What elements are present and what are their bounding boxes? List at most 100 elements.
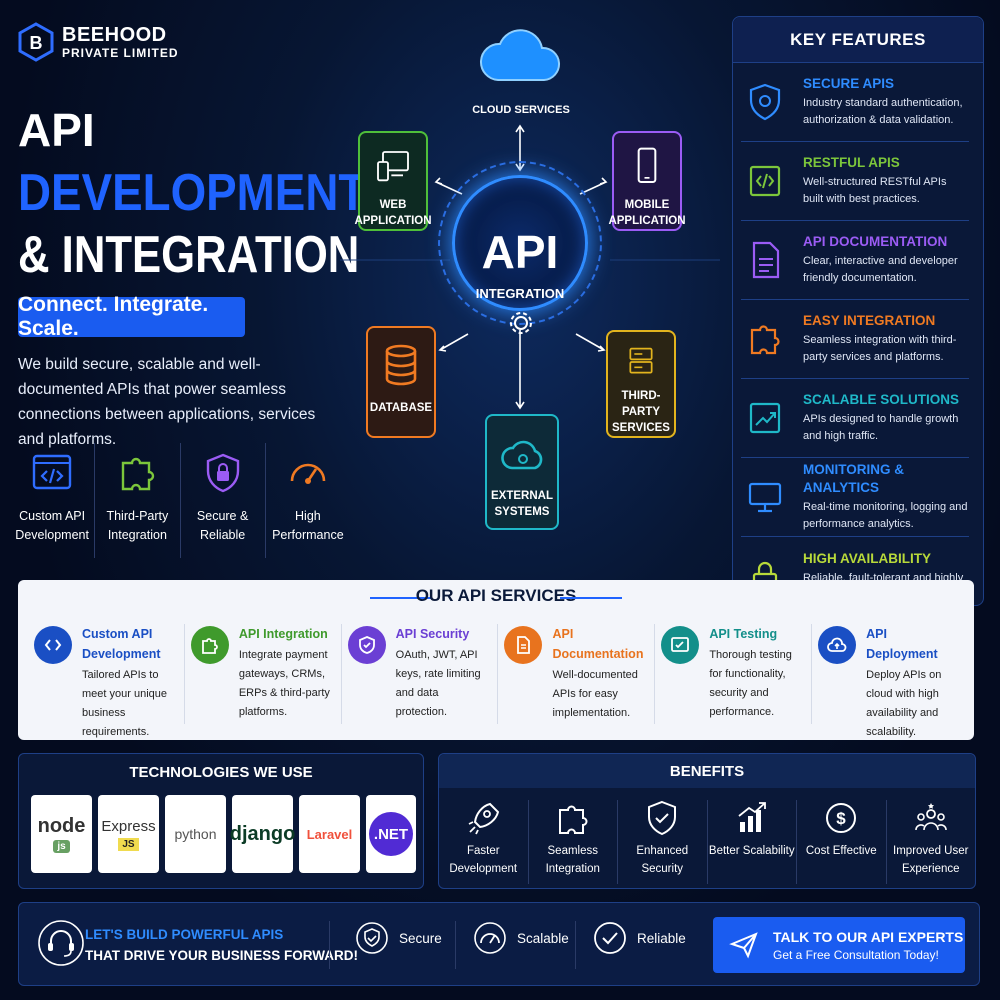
gear-icon [510,312,532,334]
node-label: THIRD-PARTY SERVICES [612,390,670,434]
benefit-item: Seamless Integration [529,800,618,884]
feature-item: RESTFUL APIS Well-structured RESTful APIs… [741,142,969,221]
service-desc: Integrate payment gateways, CRMs, ERPs &… [238,649,330,718]
tagline-badge: Connect. Integrate. Scale. [18,293,245,340]
growth-chart-icon [749,402,781,434]
highlight-item: High Performance [266,443,350,558]
footer-pill-secure: Secure [355,921,442,955]
service-desc: Thorough testing for functionality, secu… [709,649,792,718]
highlight-label: Custom API Development [15,509,89,542]
rocket-icon [468,802,500,835]
feature-desc: APIs designed to handle growth and high … [803,413,959,442]
highlight-label: High Performance [272,509,344,542]
check-circle-icon [594,922,626,954]
node-third-party-services: THIRD-PARTY SERVICES [606,330,676,438]
talk-to-experts-button[interactable]: TALK TO OUR API EXPERTS Get a Free Consu… [713,917,965,973]
cloud-icon [479,29,560,81]
shield-check-icon [356,922,388,954]
cta-title: TALK TO OUR API EXPERTS [773,928,964,945]
cta-subtitle: Get a Free Consultation Today! [773,947,939,962]
feature-title: EASY INTEGRATION [803,313,936,328]
feature-desc: Seamless integration with third-party se… [803,334,957,363]
puzzle-icon [750,325,780,355]
node-external-systems: EXTERNAL SYSTEMS [485,414,559,530]
code-icon [749,165,781,197]
feature-title: HIGH AVAILABILITY [803,550,931,566]
database-icon [385,344,417,386]
headline-line-2: DEVELOPMENT [18,164,367,222]
service-title: API Deployment [866,627,938,661]
benefit-label: Improved User Experience [893,845,969,875]
benefits-panel: BENEFITS Faster Development Seamless Int… [438,753,976,889]
service-title: Custom API Development [82,627,161,661]
node-web-application: WEB APPLICATION [354,131,432,231]
node-mobile-application: MOBILE APPLICATION [608,131,686,231]
footer-pill-label: Scalable [517,930,569,946]
service-desc: Deploy APIs on cloud with high availabil… [866,669,942,738]
shield-check-icon [358,636,375,654]
tech-logo-django: django [230,795,295,873]
benefit-item: Better Scalability [708,800,797,884]
feature-item: SCALABLE SOLUTIONS APIs designed to handl… [741,379,969,458]
node-label: EXTERNAL SYSTEMS [491,490,553,518]
users-icon [914,803,947,831]
code-icon [44,639,62,651]
feature-title: RESTFUL APIS [803,155,900,170]
benefit-label: Faster Development [449,845,518,875]
service-desc: Tailored APIs to meet your unique busine… [82,669,167,738]
puzzle-icon [558,805,588,834]
devices-icon [377,151,409,182]
footer-pill-reliable: Reliable [593,921,686,955]
hub-outer-ring [438,161,602,325]
technologies-title: TECHNOLOGIES WE USE [129,764,313,781]
highlight-label: Secure & Reliable [196,509,249,542]
footer-pill-label: Secure [399,930,442,946]
dollar-icon: $ [826,803,857,833]
shield-gear-icon [749,83,781,121]
brand-subtitle: PRIVATE LIMITED [62,46,179,60]
tech-logo-python: python [165,795,226,873]
feature-desc: Industry standard authentication, author… [803,97,963,126]
feature-desc: Well-structured RESTful APIs built with … [803,176,947,205]
feature-title: API DOCUMENTATION [803,234,948,249]
puzzle-icon [122,457,155,491]
phone-icon [637,147,657,183]
service-title: API Integration [238,627,328,641]
speedometer-icon [290,463,326,484]
footer-subheadline: THAT DRIVE YOUR BUSINESS FORWARD! [85,948,359,963]
feature-title: SCALABLE SOLUTIONS [803,392,960,407]
service-title: API Documentation [552,627,644,661]
tech-logo-laravel: Laravel [299,795,360,873]
document-icon [517,636,531,654]
shield-check-icon [648,800,677,836]
benefit-label: Enhanced Security [636,845,689,875]
bar-growth-icon [738,802,766,832]
hero-description: We build secure, scalable and well-docum… [18,356,316,448]
benefit-label: Cost Effective [805,845,877,857]
hub-ring [452,175,588,311]
headline-line-1: API [18,104,95,156]
benefit-label: Better Scalability [708,845,795,857]
svg-text:B: B [30,33,43,53]
service-title: API Testing [709,627,778,641]
node-label: MOBILE APPLICATION [608,199,686,227]
service-title: API Security [395,627,470,641]
cloud-services-label: CLOUD SERVICES [472,104,570,116]
footer-headline: LET'S BUILD POWERFUL APIS [85,927,284,942]
node-database: DATABASE [366,326,436,438]
highlights-row: Custom API Development Third-Party Integ… [10,443,350,558]
service-desc: Well-documented APIs for easy implementa… [552,669,638,719]
code-window-icon [32,454,72,490]
feature-title: MONITORING & ANALYTICS [803,462,904,495]
feature-title: SECURE APIS [803,76,895,91]
